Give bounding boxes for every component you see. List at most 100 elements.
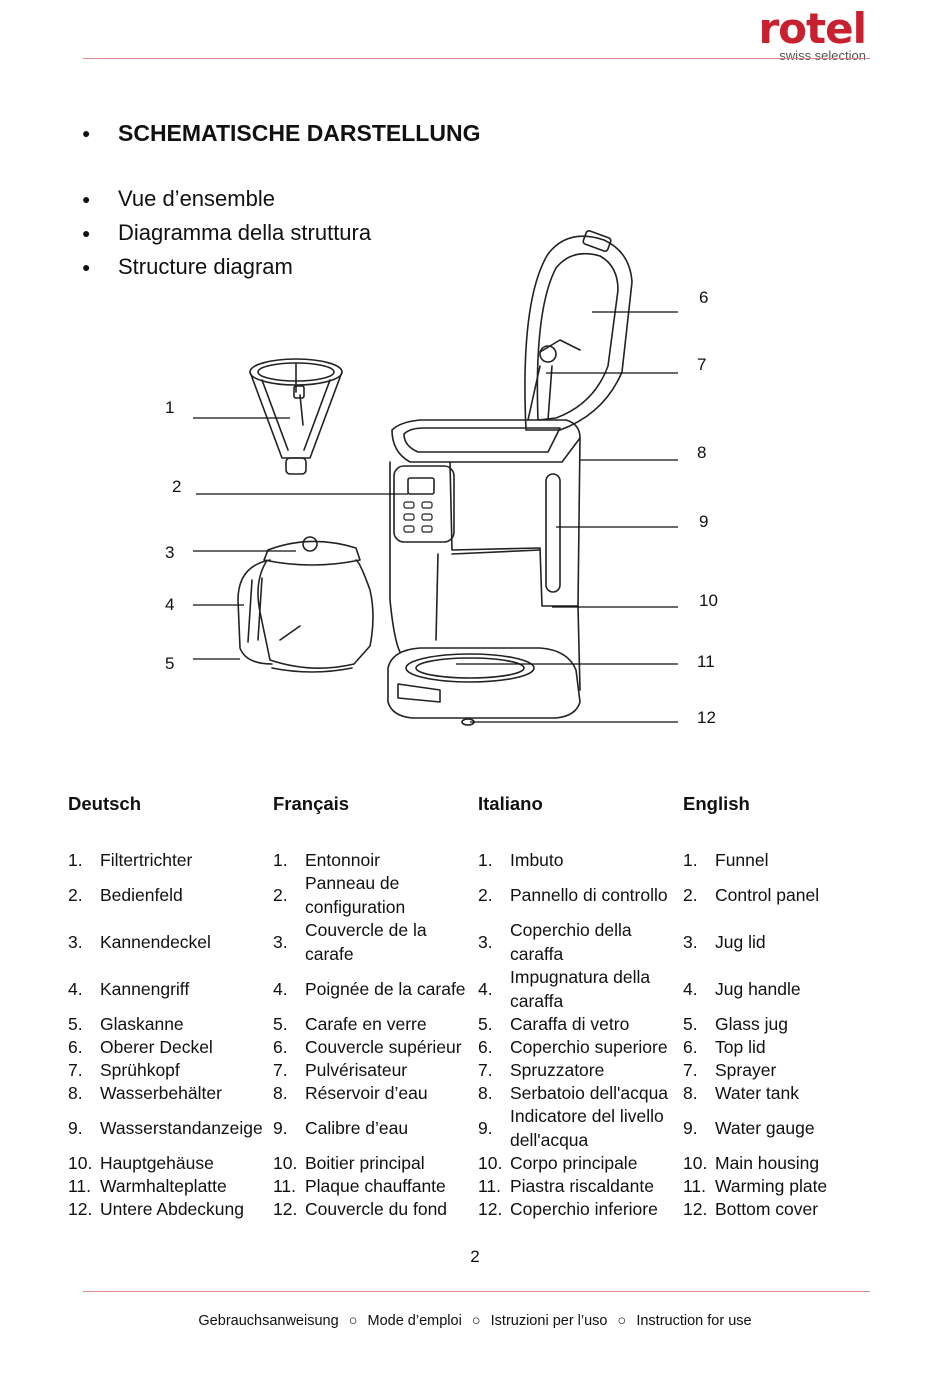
lang-header-de: Deutsch: [68, 793, 273, 821]
legend-item-label: Pannello di controllo: [510, 884, 683, 907]
legend-item: 10.Main housing: [683, 1152, 888, 1175]
legend-item-number: 10.: [683, 1152, 715, 1175]
legend-item-label: Hauptgehäuse: [100, 1152, 273, 1175]
legend-item: 10.Hauptgehäuse: [68, 1152, 273, 1175]
footer-separator: ○: [472, 1313, 481, 1329]
footer-separator: ○: [618, 1313, 627, 1329]
legend-item-number: 7.: [273, 1059, 305, 1082]
legend-item: 6.Top lid: [683, 1036, 888, 1059]
legend-item-number: 11.: [683, 1175, 715, 1198]
legend-item: 7.Sprühkopf: [68, 1059, 273, 1082]
legend-item: 6.Coperchio superiore: [478, 1036, 683, 1059]
legend-item: 6.Couvercle supérieur: [273, 1036, 478, 1059]
legend-item: 2.Bedienfeld: [68, 872, 273, 919]
legend-item-label: Filtertrichter: [100, 849, 273, 872]
legend-item-number: 1.: [478, 849, 510, 872]
legend-item-number: 12.: [478, 1198, 510, 1221]
lang-header-en: English: [683, 793, 888, 821]
legend-item-label: Pulvérisateur: [305, 1059, 478, 1082]
legend-item-label: Warming plate: [715, 1175, 888, 1198]
legend-item-label: Wasserbehälter: [100, 1082, 273, 1105]
legend-item-number: 2.: [683, 884, 715, 907]
legend-item-number: 4.: [68, 978, 100, 1001]
legend-item-label: Serbatoio dell'acqua: [510, 1082, 683, 1105]
legend-column-de: 1.Filtertrichter2.Bedienfeld3.Kannendeck…: [68, 849, 273, 1221]
legend-item: 1.Filtertrichter: [68, 849, 273, 872]
legend-item-label: Boitier principal: [305, 1152, 478, 1175]
footer-item: Istruzioni per l’uso: [491, 1313, 608, 1329]
legend-item-label: Piastra riscaldante: [510, 1175, 683, 1198]
legend-item-label: Bedienfeld: [100, 884, 273, 907]
callout-9: 9: [699, 512, 708, 531]
legend-item-number: 6.: [683, 1036, 715, 1059]
lang-header-it: Italiano: [478, 793, 683, 821]
legend-item-number: 11.: [273, 1175, 305, 1198]
callout-1: 1: [165, 398, 174, 417]
legend-item-label: Top lid: [715, 1036, 888, 1059]
legend-item: 10.Boitier principal: [273, 1152, 478, 1175]
legend-item-label: Poignée de la carafe: [305, 978, 478, 1001]
legend-item: 7.Sprayer: [683, 1059, 888, 1082]
legend-item: 6.Oberer Deckel: [68, 1036, 273, 1059]
legend-item-number: 8.: [68, 1082, 100, 1105]
legend-item-label: Calibre d’eau: [305, 1117, 478, 1140]
legend-item-label: Corpo principale: [510, 1152, 683, 1175]
legend-item-label: Panneau de configuration: [305, 872, 478, 919]
legend-item-number: 3.: [683, 931, 715, 954]
legend-item: 12.Couvercle du fond: [273, 1198, 478, 1221]
legend-item-label: Sprühkopf: [100, 1059, 273, 1082]
callout-11: 11: [697, 652, 715, 671]
legend-item-number: 5.: [478, 1013, 510, 1036]
legend-item: 9.Wasserstandanzeige: [68, 1105, 273, 1152]
legend-item: 4.Poignée de la carafe: [273, 966, 478, 1013]
legend-item-label: Wasserstandanzeige: [100, 1117, 273, 1140]
legend-item: 12.Coperchio inferiore: [478, 1198, 683, 1221]
callout-6: 6: [699, 288, 708, 307]
legend-item-label: Entonnoir: [305, 849, 478, 872]
legend-item: 7.Spruzzatore: [478, 1059, 683, 1082]
footer-item: Mode d’emploi: [368, 1313, 462, 1329]
footer-separator: ○: [349, 1313, 358, 1329]
legend-item-label: Water gauge: [715, 1117, 888, 1140]
legend-item: 7.Pulvérisateur: [273, 1059, 478, 1082]
legend-item-number: 8.: [478, 1082, 510, 1105]
callout-10: 10: [699, 591, 718, 610]
callout-8: 8: [697, 443, 706, 462]
legend-item-number: 4.: [683, 978, 715, 1001]
legend-item-number: 8.: [683, 1082, 715, 1105]
legend-item: 8.Wasserbehälter: [68, 1082, 273, 1105]
jug-drawing: [238, 537, 373, 672]
legend-item-number: 6.: [68, 1036, 100, 1059]
legend-item-number: 2.: [68, 884, 100, 907]
legend-item-number: 3.: [273, 931, 305, 954]
legend-item-label: Sprayer: [715, 1059, 888, 1082]
legend-item: 3.Kannendeckel: [68, 919, 273, 966]
legend-item: 9.Indicatore del livello dell'acqua: [478, 1105, 683, 1152]
legend-item-number: 1.: [683, 849, 715, 872]
legend-item-label: Jug handle: [715, 978, 888, 1001]
legend-item: 2.Control panel: [683, 872, 888, 919]
footer-rule: [83, 1291, 870, 1292]
legend-item-number: 10.: [478, 1152, 510, 1175]
legend-column-fr: 1.Entonnoir2.Panneau de configuration3.C…: [273, 849, 478, 1221]
legend-item-number: 9.: [68, 1117, 100, 1140]
legend-item-label: Jug lid: [715, 931, 888, 954]
footer-item: Gebrauchsanweisung: [198, 1313, 338, 1329]
legend-item-label: Water tank: [715, 1082, 888, 1105]
callout-12: 12: [697, 708, 716, 727]
legend-item-label: Glaskanne: [100, 1013, 273, 1036]
legend-item-number: 7.: [478, 1059, 510, 1082]
legend-item-number: 6.: [273, 1036, 305, 1059]
legend-item-number: 7.: [683, 1059, 715, 1082]
legend-item-number: 10.: [273, 1152, 305, 1175]
funnel-drawing: [250, 359, 342, 474]
footer-item: Instruction for use: [636, 1313, 751, 1329]
legend-item-number: 5.: [683, 1013, 715, 1036]
legend-item: 4.Jug handle: [683, 966, 888, 1013]
legend-item-number: 5.: [273, 1013, 305, 1036]
legend-item-label: Plaque chauffante: [305, 1175, 478, 1198]
legend-item: 3.Jug lid: [683, 919, 888, 966]
legend-item-label: Coperchio superiore: [510, 1036, 683, 1059]
callout-2: 2: [172, 477, 181, 496]
